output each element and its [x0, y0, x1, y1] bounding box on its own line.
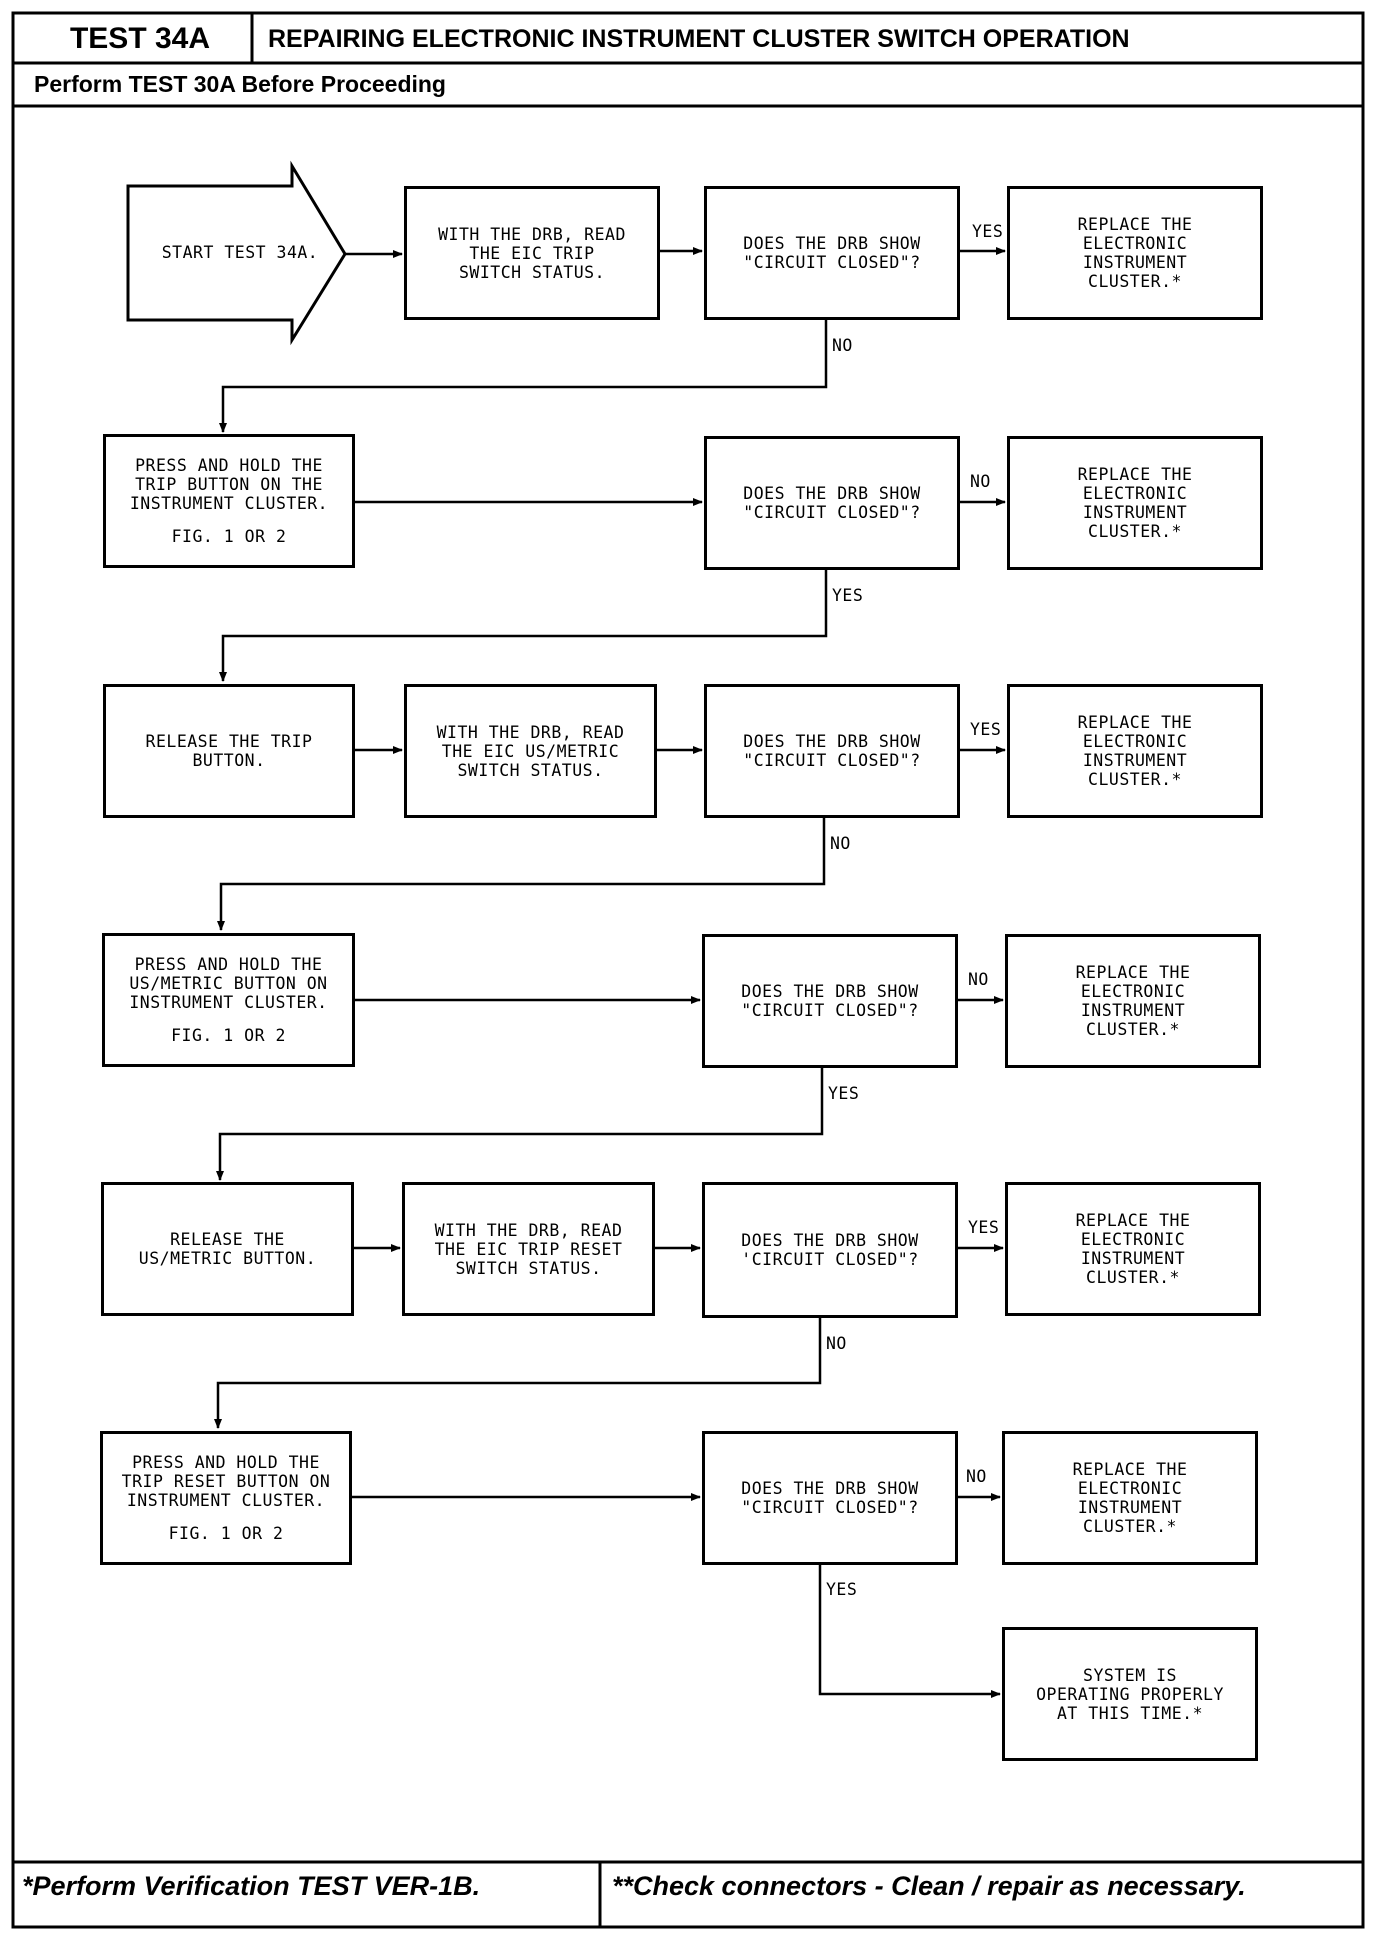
footnote-verification: *Perform Verification TEST VER-1B. [22, 1870, 481, 1901]
replace-cluster-6: REPLACE THE ELECTRONIC INSTRUMENT CLUSTE… [1002, 1431, 1258, 1565]
edge-label-yes: YES [970, 720, 1002, 739]
edge-label-yes: YES [828, 1084, 860, 1103]
prerequisite-note: Perform TEST 30A Before Proceeding [34, 70, 446, 97]
footnote-connectors: **Check connectors - Clean / repair as n… [612, 1870, 1246, 1901]
decision-3: DOES THE DRB SHOW "CIRCUIT CLOSED"? [704, 684, 960, 818]
fig-reference: FIG. 1 OR 2 [171, 527, 287, 546]
release-trip-step: RELEASE THE TRIP BUTTON. [103, 684, 355, 818]
fig-reference: FIG. 1 OR 2 [171, 1026, 286, 1045]
read-tripreset-step: WITH THE DRB, READ THE EIC TRIP RESET SW… [402, 1182, 655, 1316]
press-tripreset-step: PRESS AND HOLD THE TRIP RESET BUTTON ON … [100, 1431, 352, 1565]
edge-label-no: NO [832, 336, 853, 355]
decision-2: DOES THE DRB SHOW "CIRCUIT CLOSED"? [704, 436, 960, 570]
press-trip-step: PRESS AND HOLD THE TRIP BUTTON ON THE IN… [103, 434, 355, 568]
decision-1: DOES THE DRB SHOW "CIRCUIT CLOSED"? [704, 186, 960, 320]
page-title: REPAIRING ELECTRONIC INSTRUMENT CLUSTER … [268, 24, 1130, 53]
edge-label-no: NO [966, 1467, 987, 1486]
edge-label-yes: YES [826, 1580, 858, 1599]
decision-6: DOES THE DRB SHOW "CIRCUIT CLOSED"? [702, 1431, 958, 1565]
press-tripreset-text: PRESS AND HOLD THE TRIP RESET BUTTON ON … [121, 1453, 331, 1510]
press-usmetric-step: PRESS AND HOLD THE US/METRIC BUTTON ON I… [102, 933, 355, 1067]
edge-label-no: NO [826, 1334, 847, 1353]
edge-label-no: NO [970, 472, 991, 491]
press-usmetric-text: PRESS AND HOLD THE US/METRIC BUTTON ON I… [129, 955, 328, 1012]
start-node: START TEST 34A. [161, 242, 319, 262]
read-trip-step: WITH THE DRB, READ THE EIC TRIP SWITCH S… [404, 186, 660, 320]
release-usmetric-step: RELEASE THE US/METRIC BUTTON. [101, 1182, 354, 1316]
edge-label-yes: YES [968, 1218, 1000, 1237]
press-trip-text: PRESS AND HOLD THE TRIP BUTTON ON THE IN… [129, 456, 329, 513]
test-id: TEST 34A [69, 22, 211, 55]
edge-label-yes: YES [972, 222, 1004, 241]
edge-label-no: NO [968, 970, 989, 989]
fig-reference: FIG. 1 OR 2 [168, 1524, 284, 1543]
edge-label-no: NO [830, 834, 851, 853]
decision-4: DOES THE DRB SHOW "CIRCUIT CLOSED"? [702, 934, 958, 1068]
replace-cluster-4: REPLACE THE ELECTRONIC INSTRUMENT CLUSTE… [1005, 934, 1261, 1068]
decision-5: DOES THE DRB SHOW 'CIRCUIT CLOSED"? [702, 1182, 958, 1318]
replace-cluster-5: REPLACE THE ELECTRONIC INSTRUMENT CLUSTE… [1005, 1182, 1261, 1316]
edge-label-yes: YES [832, 586, 864, 605]
start-arrow-shape [126, 160, 347, 346]
replace-cluster-1: REPLACE THE ELECTRONIC INSTRUMENT CLUSTE… [1007, 186, 1263, 320]
replace-cluster-3: REPLACE THE ELECTRONIC INSTRUMENT CLUSTE… [1007, 684, 1263, 818]
read-usmetric-step: WITH THE DRB, READ THE EIC US/METRIC SWI… [404, 684, 657, 818]
replace-cluster-2: REPLACE THE ELECTRONIC INSTRUMENT CLUSTE… [1007, 436, 1263, 570]
system-ok-node: SYSTEM IS OPERATING PROPERLY AT THIS TIM… [1002, 1627, 1258, 1761]
